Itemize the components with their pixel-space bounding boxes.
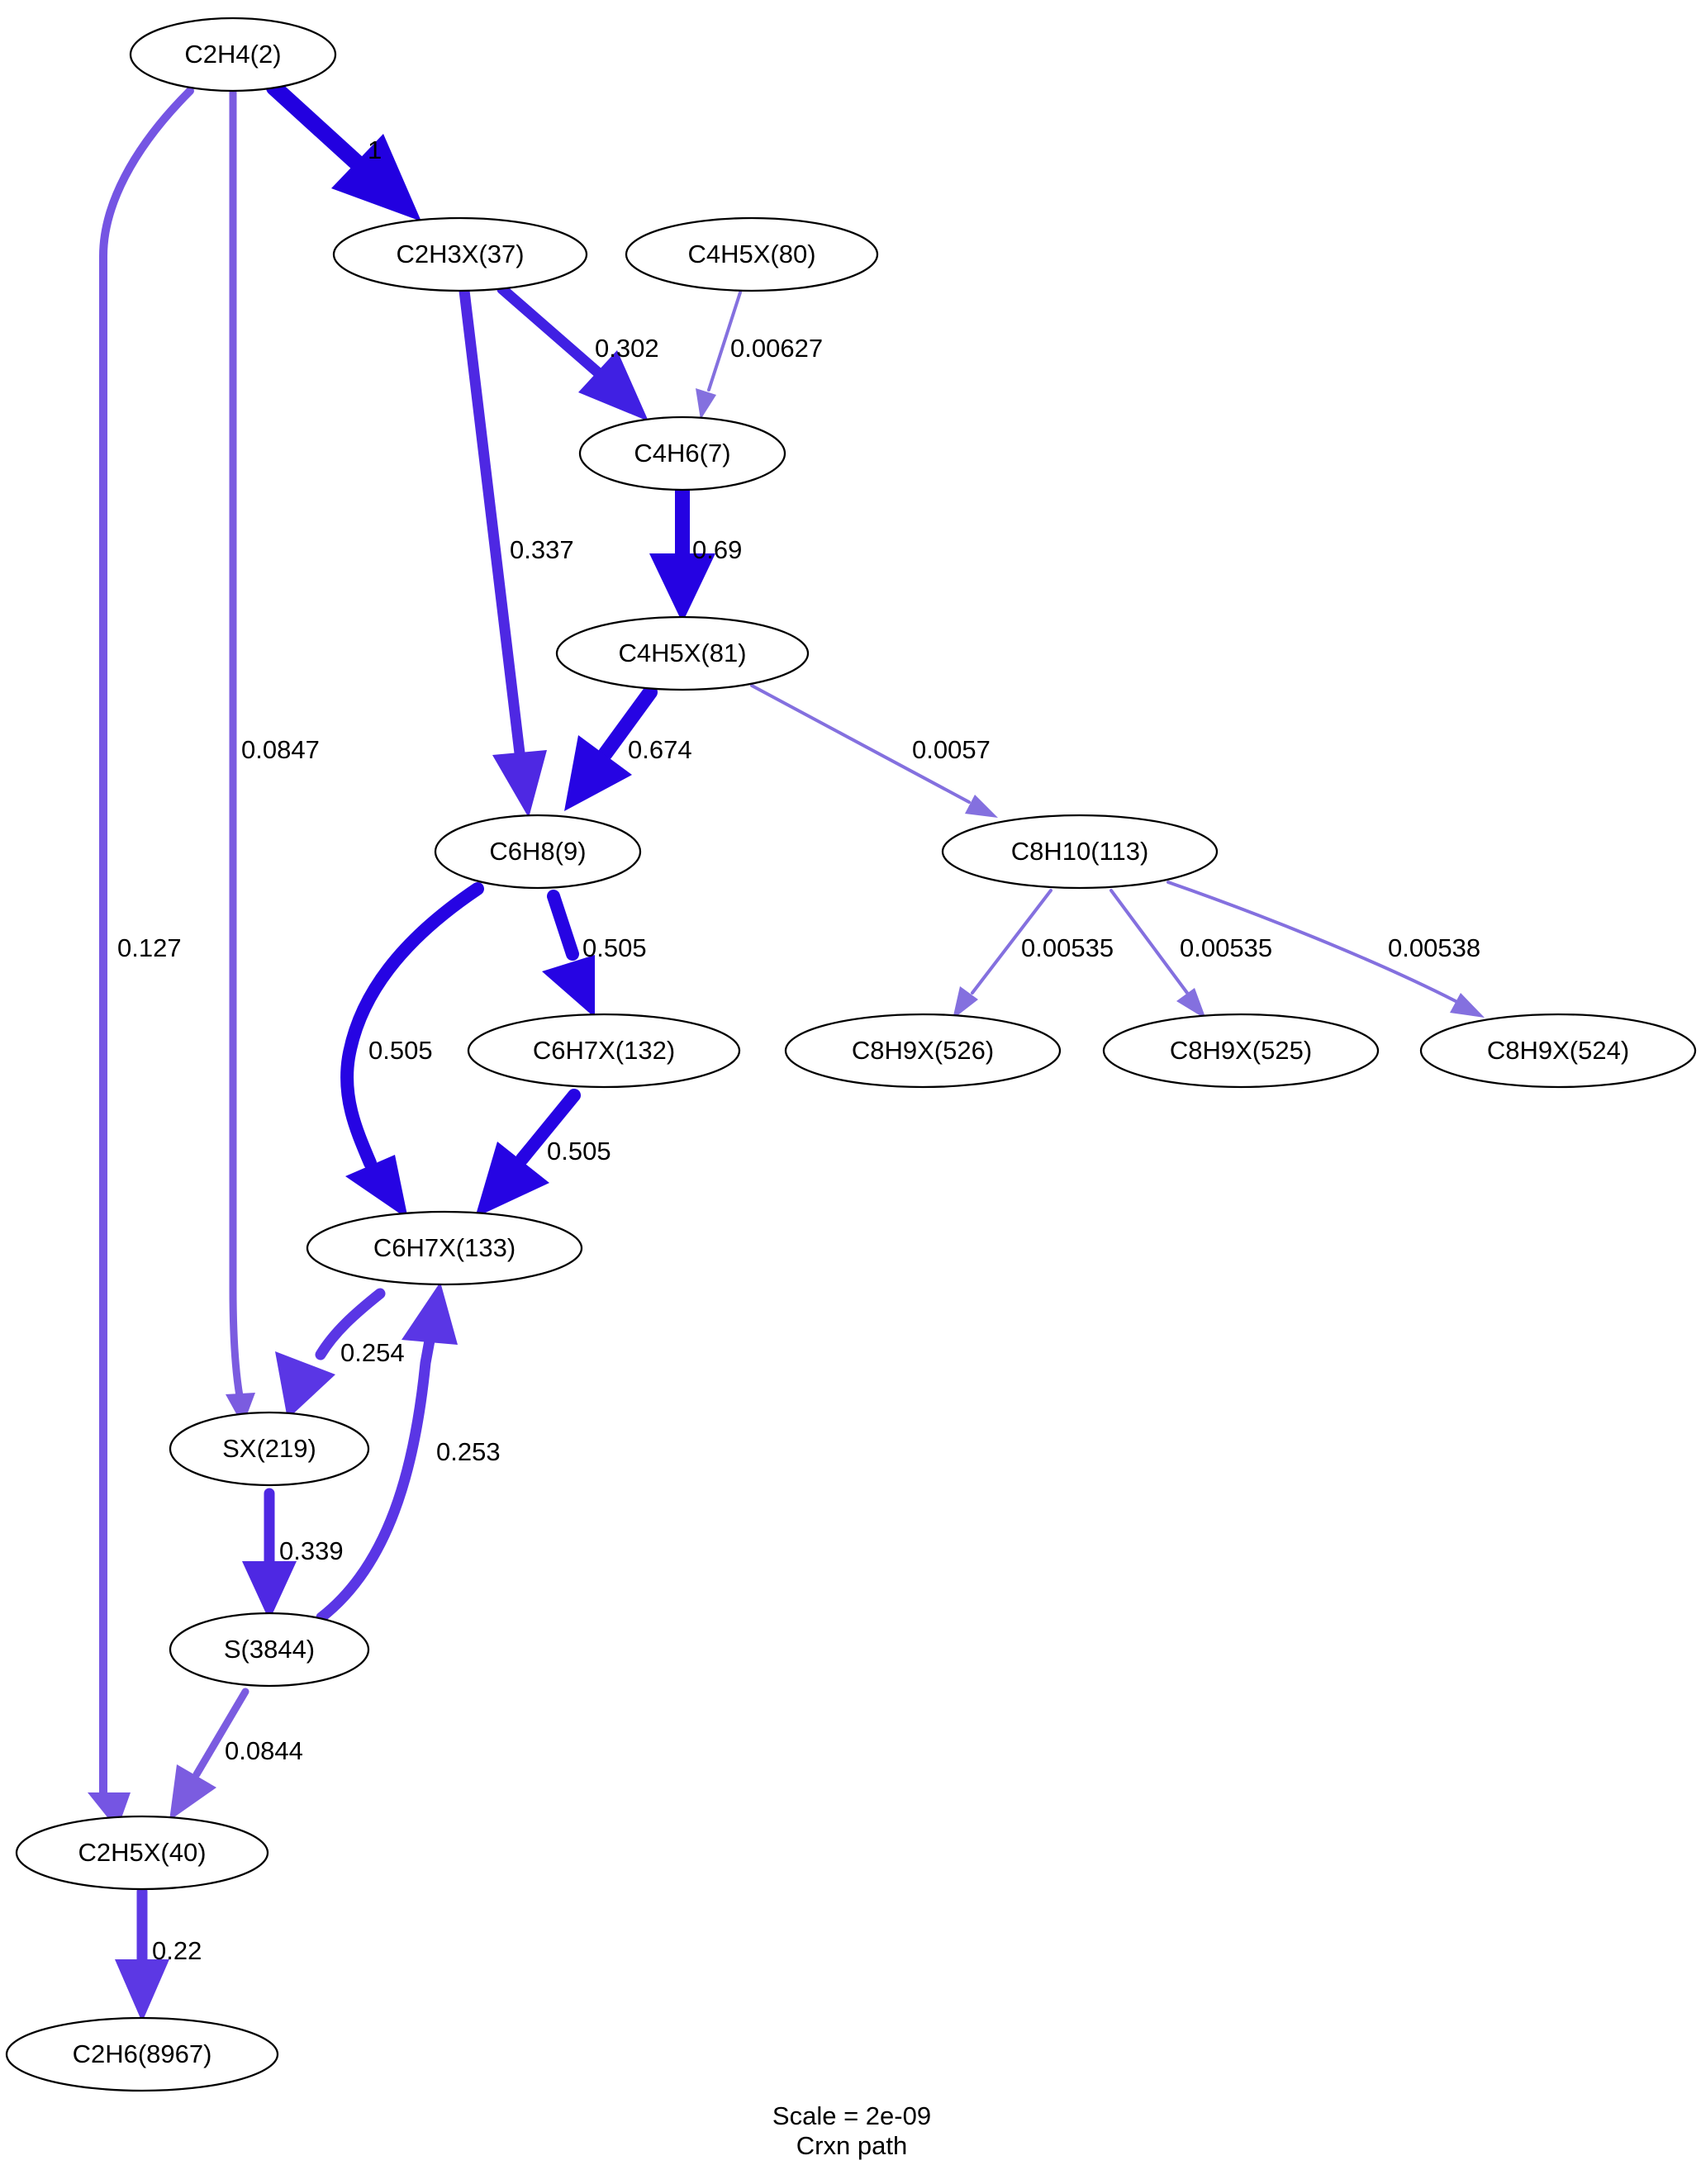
node-c8h9x526: C8H9X(526) [784, 1013, 1062, 1089]
node-c6h7x133: C6H7X(133) [306, 1210, 583, 1286]
edge-c2h3x-c6h8: 0.337 [459, 285, 574, 818]
edge-c6h7x132-c6h7x133: 0.505 [475, 1089, 611, 1218]
title-caption: Crxn path [796, 2131, 907, 2160]
edge-sx219-s3844: 0.339 [242, 1488, 344, 1621]
node-label: C6H7X(133) [373, 1233, 516, 1262]
edge-label: 0.505 [582, 933, 647, 962]
node-label: C4H5X(81) [618, 639, 746, 667]
edge-label: 0.0844 [225, 1736, 303, 1765]
node-c4h5x80: C4H5X(80) [625, 216, 879, 292]
node-c8h10: C8H10(113) [941, 814, 1219, 890]
edge-label: 0.302 [595, 334, 659, 363]
node-c8h9x525: C8H9X(525) [1102, 1013, 1380, 1089]
edge-label: 0.00538 [1388, 933, 1480, 962]
node-label: C8H10(113) [1011, 837, 1149, 866]
edge-c8h10-c8h9x524: 0.00538 [1166, 881, 1485, 1018]
node-c4h5x81: C4H5X(81) [555, 615, 810, 691]
node-label: C8H9X(525) [1170, 1036, 1312, 1065]
edge-c4h5x80-c4h6: 0.00627 [696, 291, 823, 420]
edge-c2h5x-c2h6: 0.22 [115, 1886, 202, 2022]
edge-label: 0.00627 [730, 334, 823, 363]
edge-label: 0.00535 [1021, 933, 1114, 962]
edge-s3844-c6h7x133: 0.253 [316, 1282, 501, 1623]
edge-c8h10-c8h9x525: 0.00535 [1109, 889, 1272, 1019]
node-label: C8H9X(526) [852, 1036, 994, 1065]
edge-c2h4-c2h3x: 1 [266, 79, 421, 221]
caption: Scale = 2e-09 Crxn path [772, 2101, 931, 2160]
node-c2h5x: C2H5X(40) [15, 1815, 269, 1891]
node-c2h3x: C2H3X(37) [332, 216, 588, 292]
edge-c4h5x81-c6h8: 0.674 [564, 685, 692, 811]
edge-label: 0.253 [436, 1437, 501, 1466]
node-label: SX(219) [222, 1434, 316, 1463]
node-label: C6H7X(132) [533, 1036, 675, 1065]
node-c6h8: C6H8(9) [434, 814, 642, 890]
node-label: C4H6(7) [634, 439, 730, 468]
node-c6h7x132: C6H7X(132) [467, 1013, 741, 1089]
scale-caption: Scale = 2e-09 [772, 2101, 931, 2130]
edge-label: 0.00535 [1180, 933, 1272, 962]
edges: 1 0.302 0.00627 0.337 0.69 [88, 79, 1485, 2022]
edge-label: 1 [368, 135, 382, 164]
edge-label: 0.127 [117, 933, 182, 962]
edge-c4h5x81-c8h10: 0.0057 [750, 684, 998, 818]
nodes: C2H4(2) C2H3X(37) C4H5X(80) C4H6(7) C4H5… [5, 17, 1697, 2092]
node-label: C2H6(8967) [73, 2039, 212, 2068]
node-label: C2H4(2) [184, 40, 281, 69]
edge-c2h3x-c4h6: 0.302 [497, 283, 659, 421]
node-c2h6: C2H6(8967) [5, 2016, 279, 2092]
edge-label: 0.69 [692, 535, 742, 564]
node-label: C2H5X(40) [78, 1838, 206, 1867]
edge-label: 0.505 [368, 1036, 433, 1065]
edge-label: 0.674 [628, 735, 692, 764]
node-c8h9x524: C8H9X(524) [1419, 1013, 1697, 1089]
edge-label: 0.339 [279, 1536, 344, 1565]
node-label: C6H8(9) [489, 837, 586, 866]
edge-label: 0.254 [340, 1338, 405, 1367]
edge-c2h4-c2h5x: 0.127 [88, 87, 194, 1830]
edge-c6h8-c6h7x133: 0.505 [340, 882, 484, 1219]
node-label: C2H3X(37) [396, 240, 524, 268]
edge-label: 0.0847 [241, 735, 320, 764]
edge-s3844-c2h5x: 0.0844 [169, 1688, 303, 1821]
edge-c6h8-c6h7x132: 0.505 [542, 890, 647, 1018]
node-label: C8H9X(524) [1487, 1036, 1629, 1065]
edge-label: 0.337 [510, 535, 574, 564]
node-label: S(3844) [224, 1635, 315, 1664]
node-s3844: S(3844) [169, 1612, 370, 1688]
node-sx219: SX(219) [169, 1411, 370, 1487]
edge-c8h10-c8h9x526: 0.00535 [953, 889, 1114, 1019]
edge-label: 0.505 [547, 1137, 611, 1166]
edge-label: 0.22 [152, 1936, 202, 1965]
edge-c6h7x133-sx219: 0.254 [275, 1288, 405, 1419]
node-c4h6: C4H6(7) [578, 415, 786, 491]
node-label: C4H5X(80) [687, 240, 815, 268]
node-c2h4: C2H4(2) [129, 17, 337, 93]
edge-c4h6-c4h5x81: 0.69 [649, 482, 742, 623]
edge-c2h4-sx219: 0.0847 [226, 87, 320, 1426]
edge-label: 0.0057 [912, 735, 991, 764]
